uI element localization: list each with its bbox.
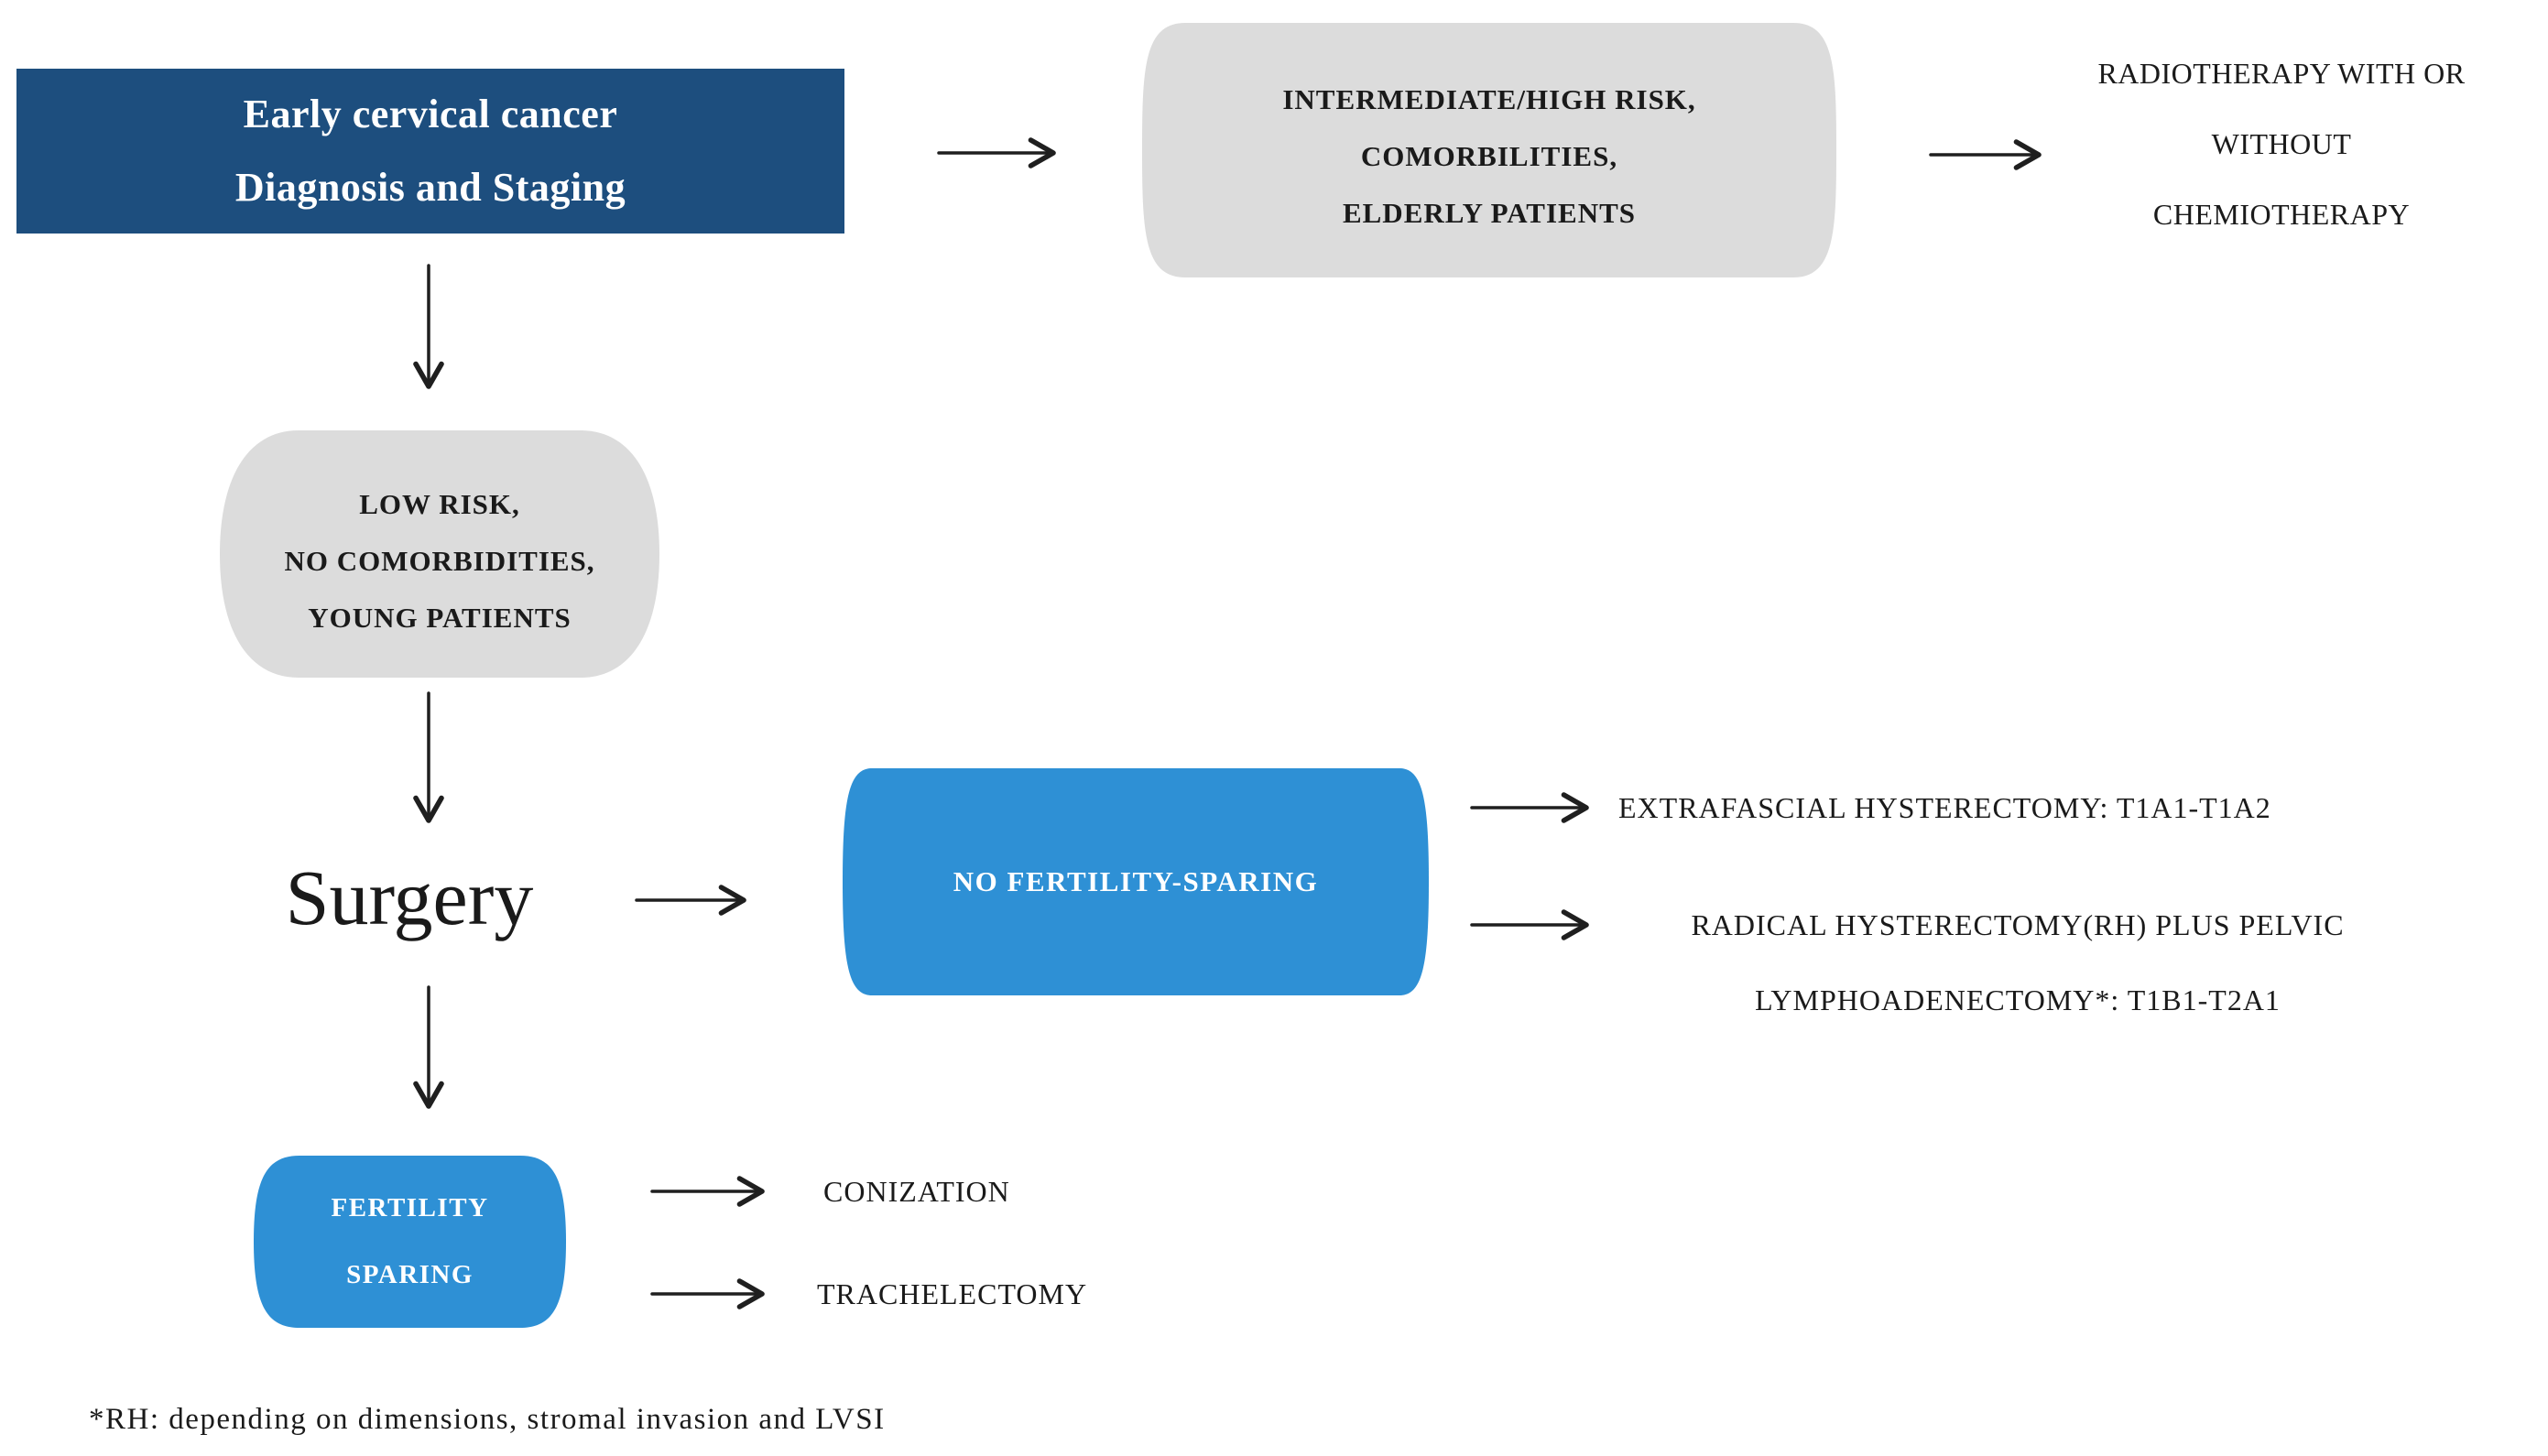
node-low-risk-shape <box>220 430 659 678</box>
header-line-2: Diagnosis and Staging <box>234 165 626 210</box>
node-intermediate-high-risk: INTERMEDIATE/HIGH RISK, COMORBILITIES, E… <box>1142 23 1836 277</box>
label-trachelectomy: TRACHELECTOMY <box>817 1277 1088 1310</box>
intermediate-line-1: INTERMEDIATE/HIGH RISK, <box>1282 83 1696 115</box>
node-no-fertility-sparing-shape <box>843 768 1429 995</box>
label-surgery: Surgery <box>285 853 534 941</box>
node-low-risk-label: LOW RISK, NO COMORBIDITIES, YOUNG PATIEN… <box>220 430 659 678</box>
low-risk-line-3: YOUNG PATIENTS <box>308 602 572 634</box>
intermediate-line-2: COMORBILITIES, <box>1360 140 1618 172</box>
header-line-1: Early cervical cancer <box>243 92 618 136</box>
fertility-line-2: SPARING <box>346 1260 474 1289</box>
node-intermediate-high-risk-shape <box>1142 23 1836 277</box>
label-radical-hysterectomy: RADICAL HYSTERECTOMY(RH) PLUS PELVIC LYM… <box>1618 887 2417 1038</box>
label-extrafascial-hysterectomy: EXTRAFASCIAL HYSTERECTOMY: T1A1-T1A2 <box>1618 791 2271 824</box>
footnote: *RH: depending on dimensions, stromal in… <box>89 1403 886 1436</box>
radiotherapy-line-3: CHEMIOTHERAPY <box>2152 198 2411 231</box>
fertility-line-1: FERTILITY <box>331 1193 489 1222</box>
radical-line-2: LYMPHOADENECTOMY*: T1B1-T2A1 <box>1755 983 2281 1016</box>
node-no-fertility-sparing-label: NO FERTILITY-SPARING <box>843 768 1429 995</box>
label-radiotherapy: RADIOTHERAPY WITH OR WITHOUT CHEMIOTHERA… <box>2047 38 2516 250</box>
radiotherapy-line-1: RADIOTHERAPY WITH OR <box>2097 57 2466 90</box>
radical-line-1: RADICAL HYSTERECTOMY(RH) PLUS PELVIC <box>1691 908 2345 941</box>
node-no-fertility-sparing: NO FERTILITY-SPARING <box>843 768 1429 995</box>
low-risk-line-1: LOW RISK, <box>359 488 520 520</box>
radiotherapy-line-2: WITHOUT <box>2211 127 2352 160</box>
node-intermediate-high-risk-label: INTERMEDIATE/HIGH RISK, COMORBILITIES, E… <box>1142 23 1836 277</box>
node-low-risk: LOW RISK, NO COMORBIDITIES, YOUNG PATIEN… <box>220 430 659 678</box>
header-node-early-cervical-cancer: Early cervical cancer Diagnosis and Stag… <box>16 69 844 234</box>
node-fertility-sparing: FERTILITY SPARING <box>254 1156 566 1328</box>
node-fertility-sparing-shape <box>254 1156 566 1328</box>
node-fertility-sparing-label: FERTILITY SPARING <box>254 1156 566 1328</box>
intermediate-line-3: ELDERLY PATIENTS <box>1342 197 1637 229</box>
label-conization: CONIZATION <box>823 1175 1010 1208</box>
no-fertility-text: NO FERTILITY-SPARING <box>953 865 1319 897</box>
low-risk-line-2: NO COMORBIDITIES, <box>284 545 595 577</box>
